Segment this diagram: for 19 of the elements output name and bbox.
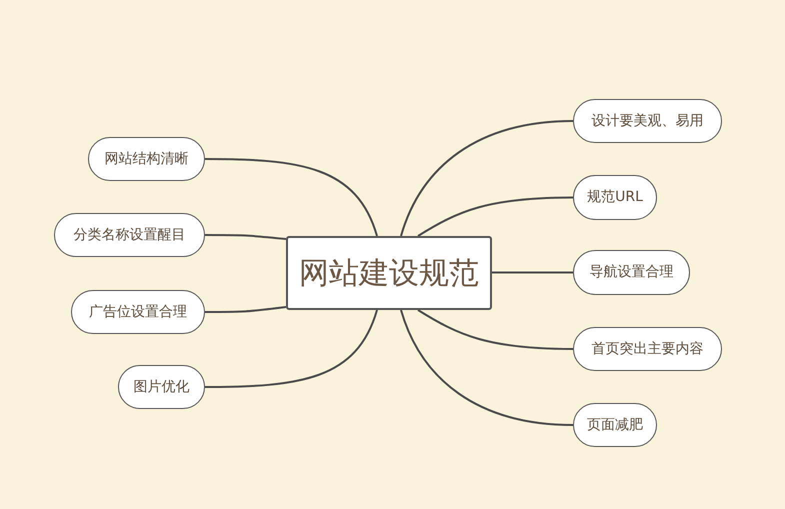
- topic-pill: 设计要美观、易用: [573, 99, 722, 143]
- central-topic-box: 网站建设规范: [286, 236, 492, 310]
- branch-connector: [400, 120, 574, 236]
- branch-connector: [417, 196, 574, 237]
- branch-connector: [492, 272, 573, 274]
- branch-connector: [205, 310, 378, 388]
- topic-pill: 图片优化: [118, 365, 205, 409]
- branch-connector: [205, 158, 378, 236]
- topic-pill: 规范URL: [573, 175, 657, 220]
- topic-pill: 网站结构清晰: [88, 137, 205, 181]
- topic-pill: 页面减肥: [573, 403, 657, 447]
- topic-pill: 首页突出主要内容: [573, 327, 722, 371]
- branch-connector: [205, 306, 286, 313]
- branch-connector: [205, 234, 286, 240]
- topic-pill: 导航设置合理: [573, 250, 690, 295]
- topic-pill: 分类名称设置醒目: [54, 213, 205, 257]
- topic-pill: 广告位设置合理: [71, 290, 205, 334]
- branch-connector: [400, 310, 574, 426]
- branch-connector: [417, 309, 574, 350]
